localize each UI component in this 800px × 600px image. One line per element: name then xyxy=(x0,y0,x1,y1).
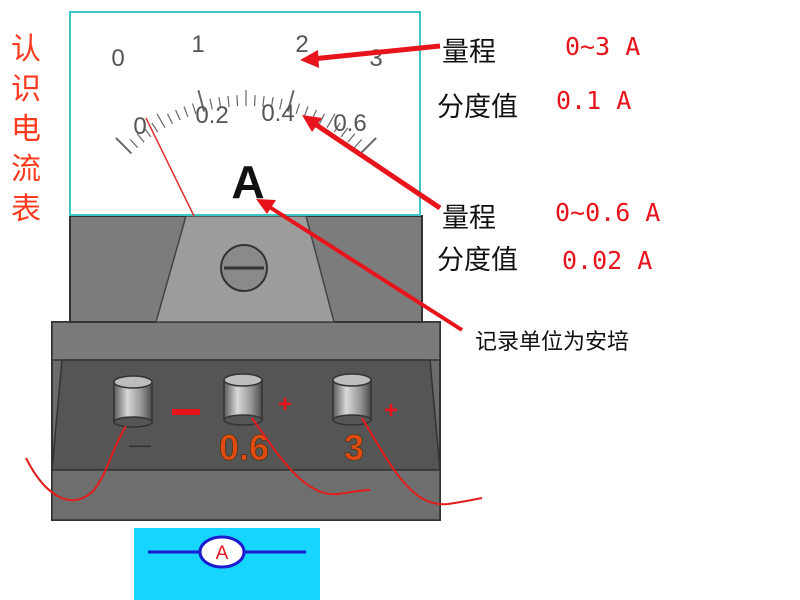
scale-tick xyxy=(136,133,145,143)
wire-3 xyxy=(361,417,483,506)
scale-ticks xyxy=(115,90,377,155)
title-char: 识 xyxy=(11,72,41,107)
meter-base-top xyxy=(51,321,441,361)
scale-tick xyxy=(262,95,265,107)
scale-tick xyxy=(115,137,133,155)
meter-foot xyxy=(51,469,441,521)
title-char: 电 xyxy=(11,112,41,147)
scale-tick xyxy=(129,138,139,149)
wire-0-6 xyxy=(251,417,371,496)
scale-tick xyxy=(191,103,197,115)
scale-tick xyxy=(318,113,326,124)
scale-tick xyxy=(156,113,166,128)
title-char: 表 xyxy=(11,192,41,227)
scale-tick xyxy=(253,95,256,107)
scale-tick xyxy=(209,98,213,110)
division-label-small: 分度值 xyxy=(437,245,518,276)
title-char: 流 xyxy=(11,152,41,187)
scale-tick xyxy=(227,95,230,107)
ammeter-circuit-symbol: A xyxy=(134,528,320,600)
scale-tick xyxy=(218,97,222,109)
scale-tick xyxy=(333,122,341,133)
scale-tick xyxy=(353,138,363,149)
scale-tick xyxy=(143,127,152,138)
division-value-small: 0.02 A xyxy=(562,246,653,275)
symbol-letter: A xyxy=(216,543,229,564)
scale-tick xyxy=(183,106,189,118)
range-label-big: 量程 xyxy=(442,37,496,68)
vertical-title: 认 识 电 流 表 xyxy=(8,30,44,230)
lower-tick-label: 0.2 xyxy=(195,102,228,129)
scale-tick xyxy=(270,97,274,109)
title-char: 认 xyxy=(11,32,41,67)
lower-tick-label: 0 xyxy=(133,113,146,140)
terminal-label-3: 3 xyxy=(344,427,364,468)
scale-tick xyxy=(340,127,349,138)
scale-tick xyxy=(151,122,159,133)
annotation-arrows xyxy=(256,43,464,332)
wire-negative xyxy=(25,425,127,502)
negative-terminal[interactable] xyxy=(113,375,153,428)
scale-tick xyxy=(175,109,181,121)
range-value-small: 0~0.6 A xyxy=(555,198,661,227)
scale-tick xyxy=(295,103,301,115)
dial-face xyxy=(69,11,421,216)
terminal-label-0-6: 0.6 xyxy=(219,427,269,468)
scale-tick xyxy=(279,98,283,110)
terminal-0-6[interactable] xyxy=(223,373,263,426)
scale-tick xyxy=(347,133,356,143)
plus-sign: + xyxy=(384,397,398,424)
plus-sign: + xyxy=(278,391,292,418)
range-label-small: 量程 xyxy=(442,203,496,234)
unit-note: 记录单位为安培 xyxy=(475,330,630,355)
upper-tick-label: 2 xyxy=(295,31,308,58)
negative-sign: — xyxy=(129,432,151,457)
scale-tick xyxy=(326,113,336,128)
range-value-big: 0~3 A xyxy=(565,32,641,61)
upper-tick-label: 1 xyxy=(191,31,204,58)
scale-tick xyxy=(286,90,295,112)
scale-tick xyxy=(236,95,239,107)
lower-tick-label: 0.6 xyxy=(333,110,366,137)
lower-tick-label: 0.4 xyxy=(261,100,294,127)
scale-tick xyxy=(303,106,309,118)
terminal-3[interactable] xyxy=(332,373,372,426)
scale-tick xyxy=(166,113,174,124)
symbol-circle xyxy=(198,535,246,569)
pointer-needle xyxy=(145,117,195,217)
division-value-big: 0.1 A xyxy=(556,86,632,115)
division-label-big: 分度值 xyxy=(437,92,518,123)
scale-tick xyxy=(197,90,206,112)
scale-tick xyxy=(359,137,377,155)
upper-tick-label: 3 xyxy=(369,45,382,72)
upper-tick-label: 0 xyxy=(111,45,124,72)
